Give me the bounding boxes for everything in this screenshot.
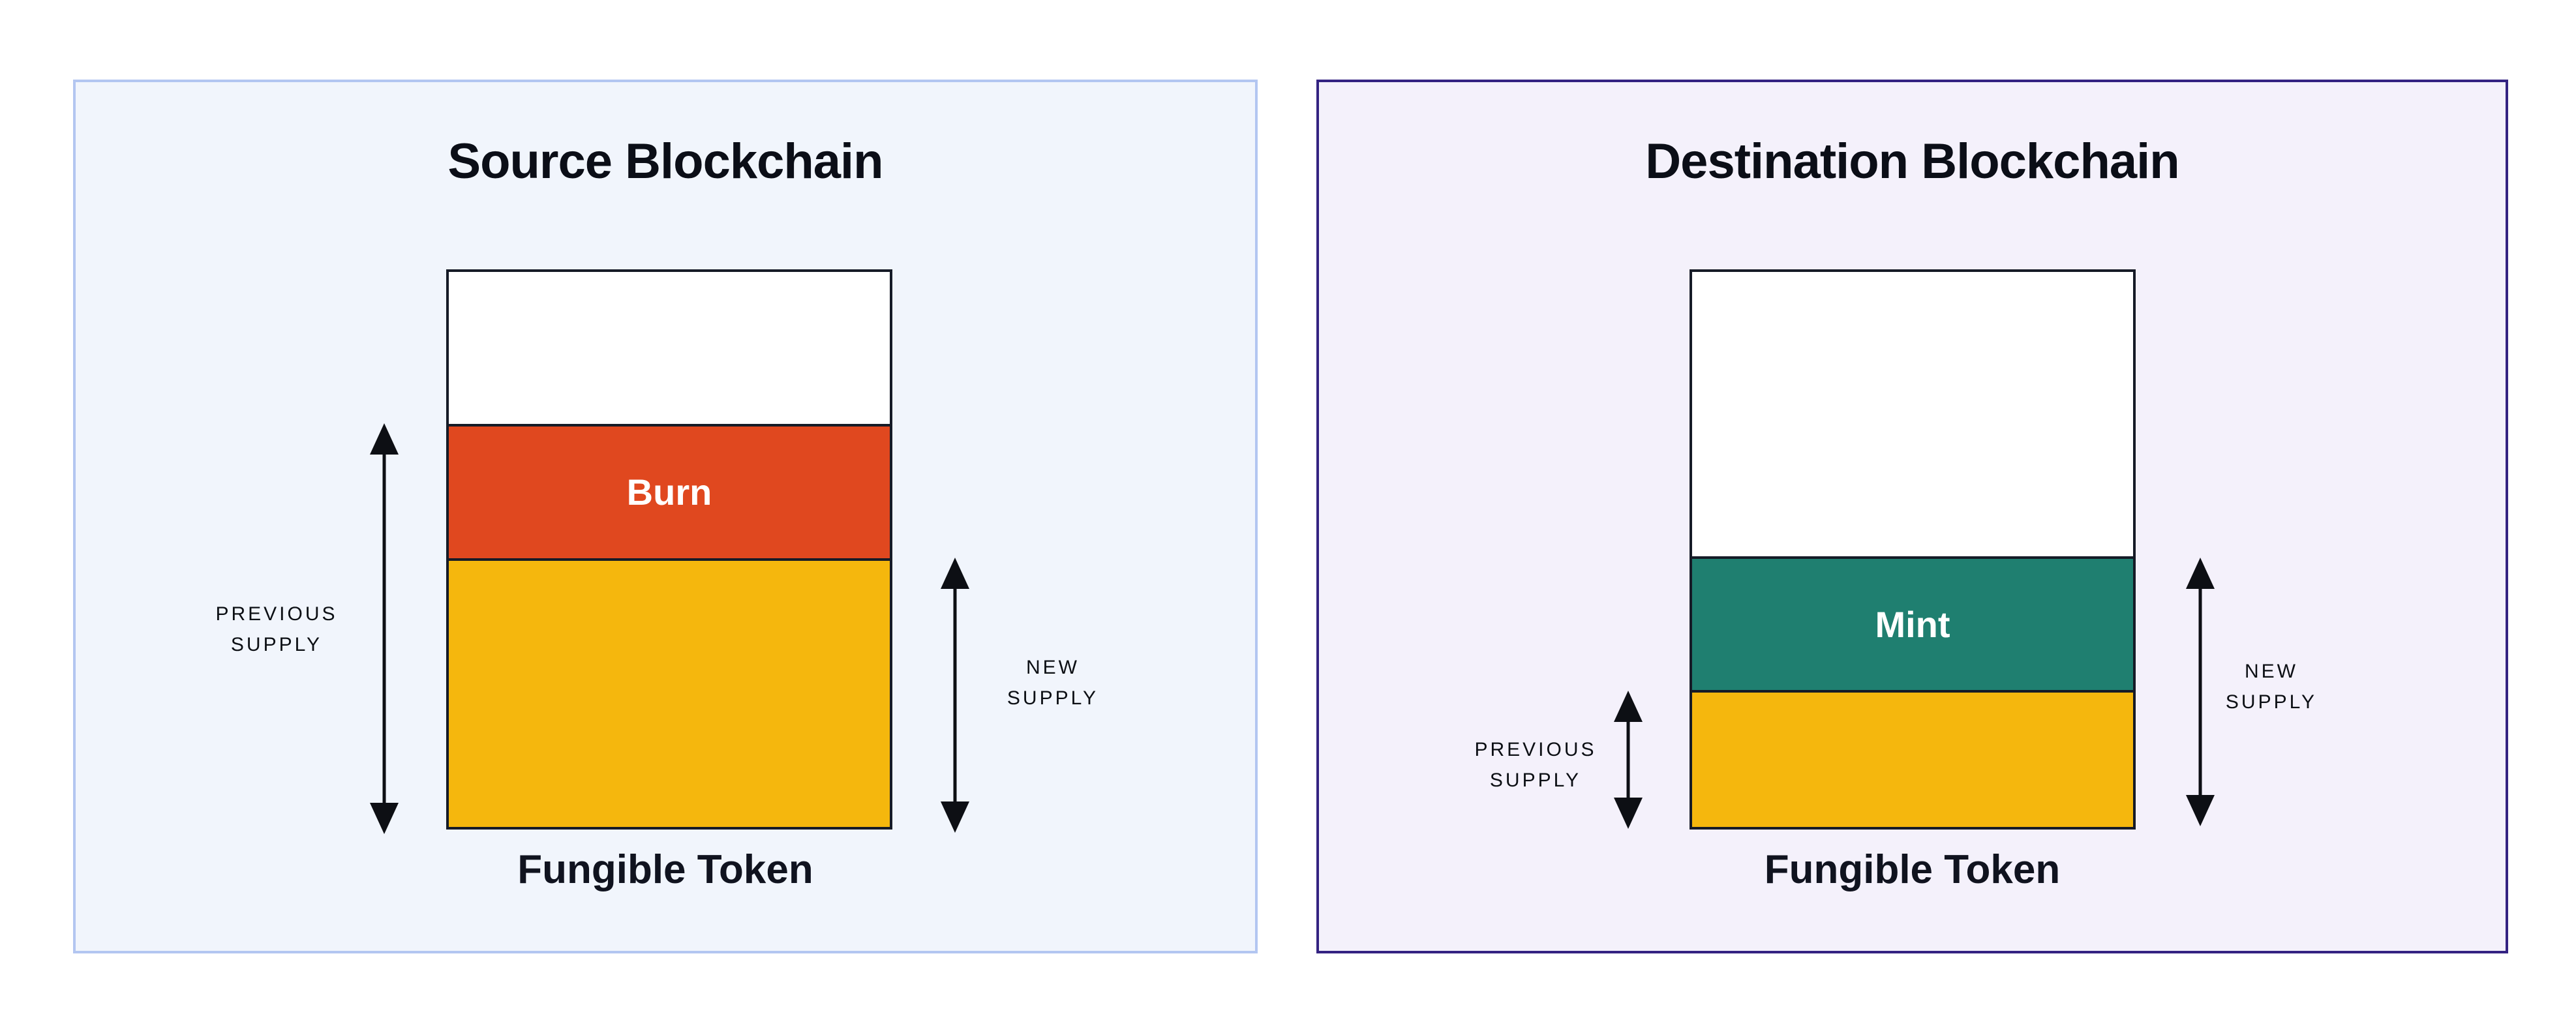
destination-token-bar: Mint bbox=[1690, 269, 2136, 830]
source-previous-supply-label: PREVIOUS SUPPLY bbox=[172, 599, 381, 660]
arrow-shaft bbox=[1626, 718, 1630, 801]
arrow-up-icon bbox=[1614, 691, 1643, 722]
destination-supply-segment bbox=[1692, 693, 2133, 827]
destination-unissued-segment bbox=[1692, 272, 2133, 556]
source-new-supply-label: NEW SUPPLY bbox=[968, 652, 1138, 713]
arrow-up-icon bbox=[941, 558, 969, 589]
arrow-shaft bbox=[382, 451, 386, 807]
arrow-down-icon bbox=[1614, 798, 1643, 829]
source-burn-segment: Burn bbox=[449, 424, 890, 561]
source-token-caption: Fungible Token bbox=[517, 847, 813, 892]
label-line: NEW bbox=[2245, 661, 2298, 682]
arrow-down-icon bbox=[941, 801, 969, 833]
destination-mint-segment: Mint bbox=[1692, 556, 2133, 693]
source-supply-segment bbox=[449, 560, 890, 827]
destination-new-supply-arrow-icon bbox=[2186, 558, 2215, 826]
source-new-supply-arrow-icon bbox=[941, 558, 969, 833]
label-line: SUPPLY bbox=[1489, 770, 1582, 791]
label-line: PREVIOUS bbox=[1474, 739, 1597, 760]
source-unissued-segment bbox=[449, 272, 890, 425]
arrow-up-icon bbox=[370, 423, 399, 455]
label-line: NEW bbox=[1026, 657, 1080, 678]
destination-panel-title: Destination Blockchain bbox=[1645, 134, 2179, 189]
label-line: SUPPLY bbox=[1007, 687, 1099, 709]
destination-previous-supply-arrow-icon bbox=[1614, 691, 1643, 829]
arrow-up-icon bbox=[2186, 558, 2215, 589]
arrow-down-icon bbox=[2186, 795, 2215, 826]
destination-new-supply-label: NEW SUPPLY bbox=[2187, 656, 2356, 717]
arrow-down-icon bbox=[370, 803, 399, 834]
arrow-shaft bbox=[2198, 585, 2202, 799]
label-line: SUPPLY bbox=[2225, 691, 2318, 713]
mint-segment-label: Mint bbox=[1875, 603, 1950, 645]
destination-token-caption: Fungible Token bbox=[1764, 847, 2061, 892]
destination-blockchain-panel: Destination Blockchain Mint PREVIOUS SUP… bbox=[1316, 80, 2508, 953]
destination-previous-supply-label: PREVIOUS SUPPLY bbox=[1431, 734, 1640, 796]
label-line: PREVIOUS bbox=[215, 603, 338, 625]
source-previous-supply-arrow-icon bbox=[370, 423, 399, 834]
source-blockchain-panel: Source Blockchain Burn PREVIOUS SUPPLY N… bbox=[73, 80, 1258, 953]
source-panel-title: Source Blockchain bbox=[447, 134, 883, 189]
label-line: SUPPLY bbox=[230, 634, 323, 655]
burn-segment-label: Burn bbox=[626, 472, 712, 513]
source-token-bar: Burn bbox=[446, 269, 892, 830]
arrow-shaft bbox=[953, 585, 957, 805]
